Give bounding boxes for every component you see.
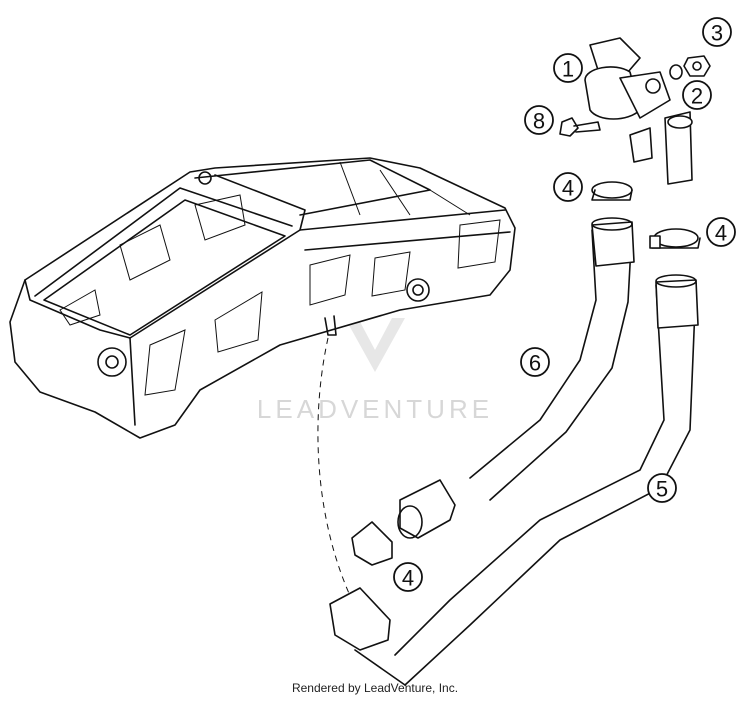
- callout-4-lower: 4: [393, 562, 423, 592]
- callout-8-label: 8: [533, 109, 545, 134]
- callout-4-right: 4: [706, 217, 736, 247]
- footer-credit: Rendered by LeadVenture, Inc.: [291, 681, 459, 695]
- callout-4-upper: 4: [553, 172, 583, 202]
- callout-2-label: 2: [691, 84, 703, 109]
- callout-5: 5: [647, 473, 677, 503]
- callout-6-label: 6: [529, 351, 541, 376]
- callout-5-label: 5: [656, 477, 668, 502]
- airbox-housing: [9, 157, 516, 439]
- hose-6: [397, 217, 635, 539]
- watermark-logo: [345, 318, 405, 372]
- screw: [559, 117, 601, 137]
- callout-6: 6: [520, 347, 550, 377]
- hose-clamp-upper: [591, 181, 633, 201]
- callout-1-label: 1: [562, 57, 574, 82]
- hose-5: [329, 274, 699, 686]
- callout-4-right-label: 4: [715, 221, 727, 246]
- seal-and-nut: [669, 55, 711, 80]
- hose-clamp-right: [649, 228, 701, 249]
- watermark: LEADVENTURE: [257, 318, 493, 424]
- hose-cap: [351, 521, 393, 566]
- watermark-text: LEADVENTURE: [257, 394, 493, 424]
- callout-2: 2: [682, 80, 712, 110]
- callout-4-lower-label: 4: [402, 566, 414, 591]
- valve-assembly: [584, 37, 693, 185]
- callout-3-label: 3: [711, 21, 723, 46]
- callout-8: 8: [524, 105, 554, 135]
- drain-leader-line: [317, 337, 353, 601]
- callout-3: 3: [702, 17, 732, 47]
- callout-4-upper-label: 4: [562, 176, 574, 201]
- callout-1: 1: [553, 53, 583, 83]
